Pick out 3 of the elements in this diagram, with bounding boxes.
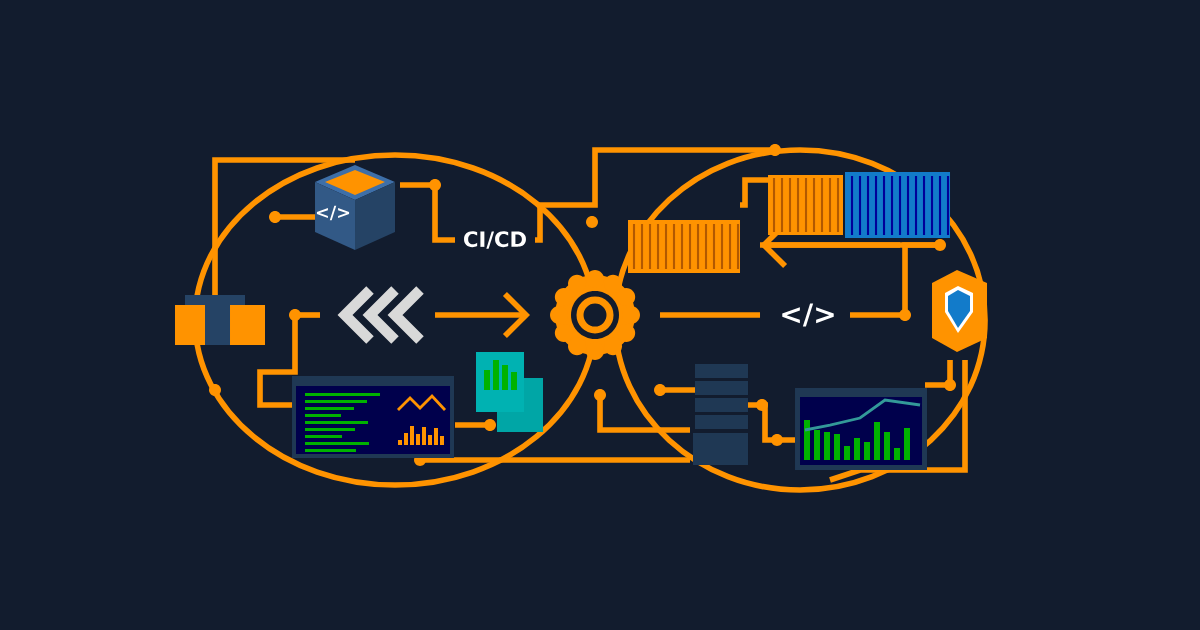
label-text: CI/CD	[464, 231, 526, 249]
code-symbol: </>	[316, 205, 350, 221]
code-symbol: </>	[782, 303, 834, 327]
